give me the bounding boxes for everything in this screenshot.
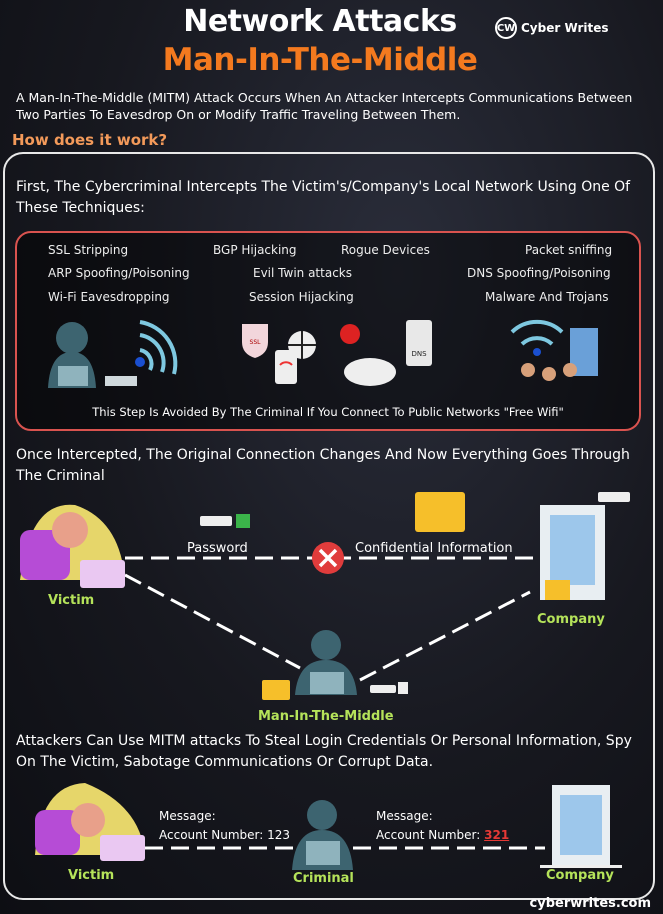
technique: DNS Spoofing/Poisoning — [467, 266, 611, 280]
confidential-label: Confidential Information — [355, 541, 513, 556]
folder-icon — [415, 492, 465, 532]
technique: Packet sniffing — [525, 243, 613, 257]
section-heading: How does it work? — [12, 131, 168, 149]
criminal-label: Criminal — [293, 871, 354, 886]
modified-message: Message: Account Number: 321 — [376, 807, 509, 845]
connection-lines — [124, 556, 535, 682]
free-wifi-note: This Step Is Avoided By The Criminal If … — [92, 405, 564, 419]
wifi-router-icon — [105, 320, 178, 386]
message-label: Message: — [376, 809, 433, 823]
network-people-icon — [510, 319, 598, 381]
svg-text:DNS: DNS — [411, 350, 427, 358]
account-label: Account Number: — [159, 828, 264, 842]
phone-icon — [275, 350, 297, 384]
victim-illustration — [20, 504, 125, 588]
hacker-icon — [48, 322, 96, 388]
company-label: Company — [537, 612, 605, 627]
step3-text: Attackers Can Use MITM attacks To Steal … — [16, 733, 632, 770]
criminal-illustration — [295, 630, 357, 695]
brand-logo: CW Cyber Writes — [495, 12, 655, 44]
step1-text: First, The Cybercriminal Intercepts The … — [16, 179, 631, 216]
logo-text: Cyber Writes — [521, 21, 609, 35]
svg-text:SSL: SSL — [250, 339, 262, 346]
trojan-horse-icon — [344, 358, 396, 386]
company-building — [540, 785, 622, 868]
stolen-password-icon — [370, 682, 408, 694]
victim-illustration — [35, 783, 145, 861]
technique: Wi-Fi Eavesdropping — [48, 290, 170, 304]
page-title: Network Attacks — [183, 4, 457, 39]
account-label: Account Number: — [376, 828, 481, 842]
step2-text: Once Intercepted, The Original Connectio… — [16, 447, 630, 484]
content-panel — [3, 152, 655, 900]
technique: Rogue Devices — [341, 243, 430, 257]
stolen-folder-icon — [262, 680, 290, 700]
lock-password-icon — [200, 514, 250, 528]
footer-url: cyberwrites.com — [529, 896, 651, 911]
message-tampering-diagram — [35, 783, 622, 870]
technique: BGP Hijacking — [213, 243, 297, 257]
technique-illustrations: SSL DNS — [48, 319, 598, 388]
account-modified: 321 — [484, 828, 510, 842]
company-building — [540, 492, 630, 600]
techniques-box — [15, 231, 641, 431]
intro-text: A Man-In-The-Middle (MITM) Attack Occurs… — [16, 90, 633, 122]
technique: ARP Spoofing/Poisoning — [48, 266, 190, 280]
page-subtitle: Man-In-The-Middle — [162, 42, 478, 78]
dns-server-icon: DNS — [406, 320, 432, 366]
technique: SSL Stripping — [48, 243, 129, 257]
interception-diagram — [20, 492, 630, 700]
original-message: Message: Account Number: 123 — [159, 807, 290, 845]
message-label: Message: — [159, 809, 216, 823]
account-original: 123 — [267, 828, 291, 842]
victim-label: Victim — [68, 868, 115, 883]
technique: Evil Twin attacks — [253, 266, 352, 280]
logo-icon: CW — [495, 17, 517, 39]
virus-icon — [340, 324, 360, 344]
company-label: Company — [546, 868, 614, 883]
ssl-shield-icon: SSL — [242, 324, 268, 358]
technique: Malware And Trojans — [485, 290, 609, 304]
criminal-illustration — [292, 800, 353, 870]
password-label: Password — [187, 541, 248, 556]
technique: Session Hijacking — [249, 290, 354, 304]
mitm-label: Man-In-The-Middle — [258, 709, 394, 724]
victim-label: Victim — [48, 593, 95, 608]
blocked-x-icon — [312, 542, 344, 574]
